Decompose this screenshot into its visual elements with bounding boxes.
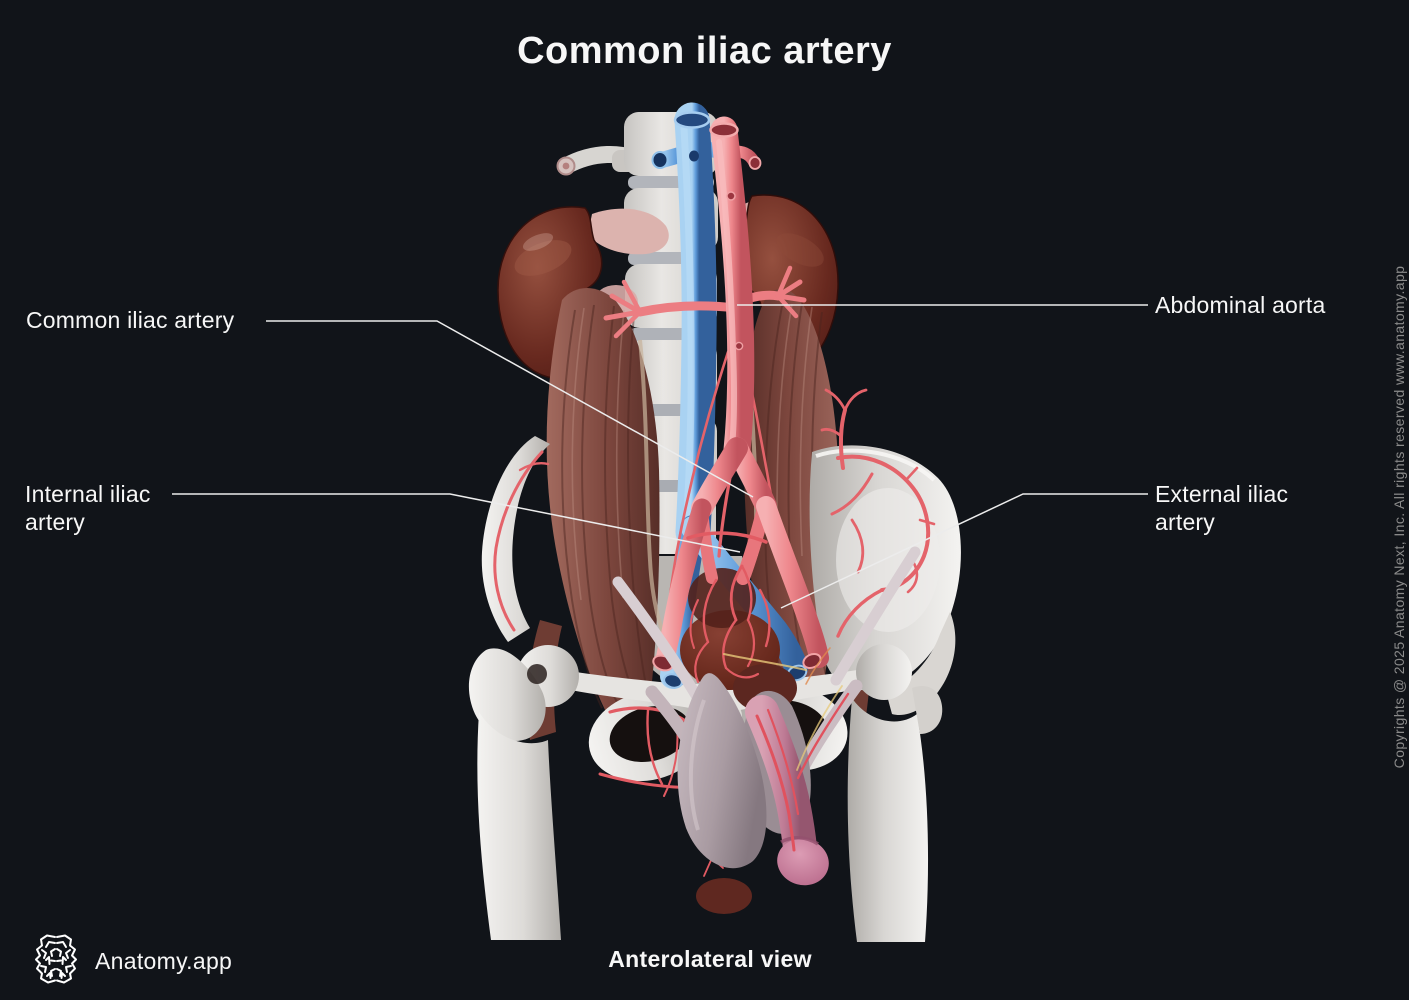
perineal-mass <box>696 878 752 914</box>
left-greater-trochanter <box>468 648 546 741</box>
genitals-and-cords <box>612 546 921 886</box>
right-inguinal-band <box>830 546 921 686</box>
penile-arteries <box>755 692 850 852</box>
left-iliac-crest <box>481 436 550 642</box>
leader-lines <box>172 304 1148 609</box>
left-femur-shaft <box>477 712 561 940</box>
abdominal-aorta-vessel <box>710 116 755 464</box>
label-internal-iliac-artery[interactable]: Internal iliac artery <box>25 481 151 535</box>
penis-shaft <box>745 695 817 865</box>
femurs <box>468 644 943 942</box>
right-femur-shaft <box>847 698 929 942</box>
aorta-cut-opening <box>709 122 739 138</box>
copyright-text: Copyrights @ 2025 Anatomy Next, Inc. All… <box>1391 265 1407 769</box>
left-inguinal-band <box>612 576 706 708</box>
glans-penis <box>777 838 829 886</box>
leader-common-iliac-artery <box>266 320 754 498</box>
leader-external-iliac-artery <box>780 493 1148 609</box>
right-artery-stump <box>802 652 822 670</box>
left-adrenal-gland <box>588 208 669 255</box>
right-external-iliac-artery <box>756 496 829 668</box>
label-common-iliac-artery[interactable]: Common iliac artery <box>26 307 235 333</box>
brain-icon <box>33 932 79 991</box>
view-caption: Anterolateral view <box>608 946 812 972</box>
scrotum <box>677 673 767 869</box>
left-renal-vein-stump <box>651 151 669 169</box>
brand-name[interactable]: Anatomy.app <box>95 948 233 974</box>
right-femoral-head <box>856 644 912 700</box>
brand-footer[interactable]: Anatomy.app <box>33 932 232 991</box>
label-external-iliac-artery[interactable]: External iliac artery <box>1155 481 1289 535</box>
inferior-vena-cava <box>674 102 717 550</box>
leader-internal-iliac-artery <box>172 493 741 553</box>
label-abdominal-aorta[interactable]: Abdominal aorta <box>1155 292 1326 318</box>
left-iliac-vein-stump <box>663 673 683 689</box>
aorta-and-iliac-arteries <box>603 116 829 672</box>
nerves <box>723 647 843 771</box>
celiac-trunk-stump <box>748 156 762 170</box>
ivc-cut-opening <box>673 111 711 129</box>
page-title: Common iliac artery <box>517 30 892 72</box>
